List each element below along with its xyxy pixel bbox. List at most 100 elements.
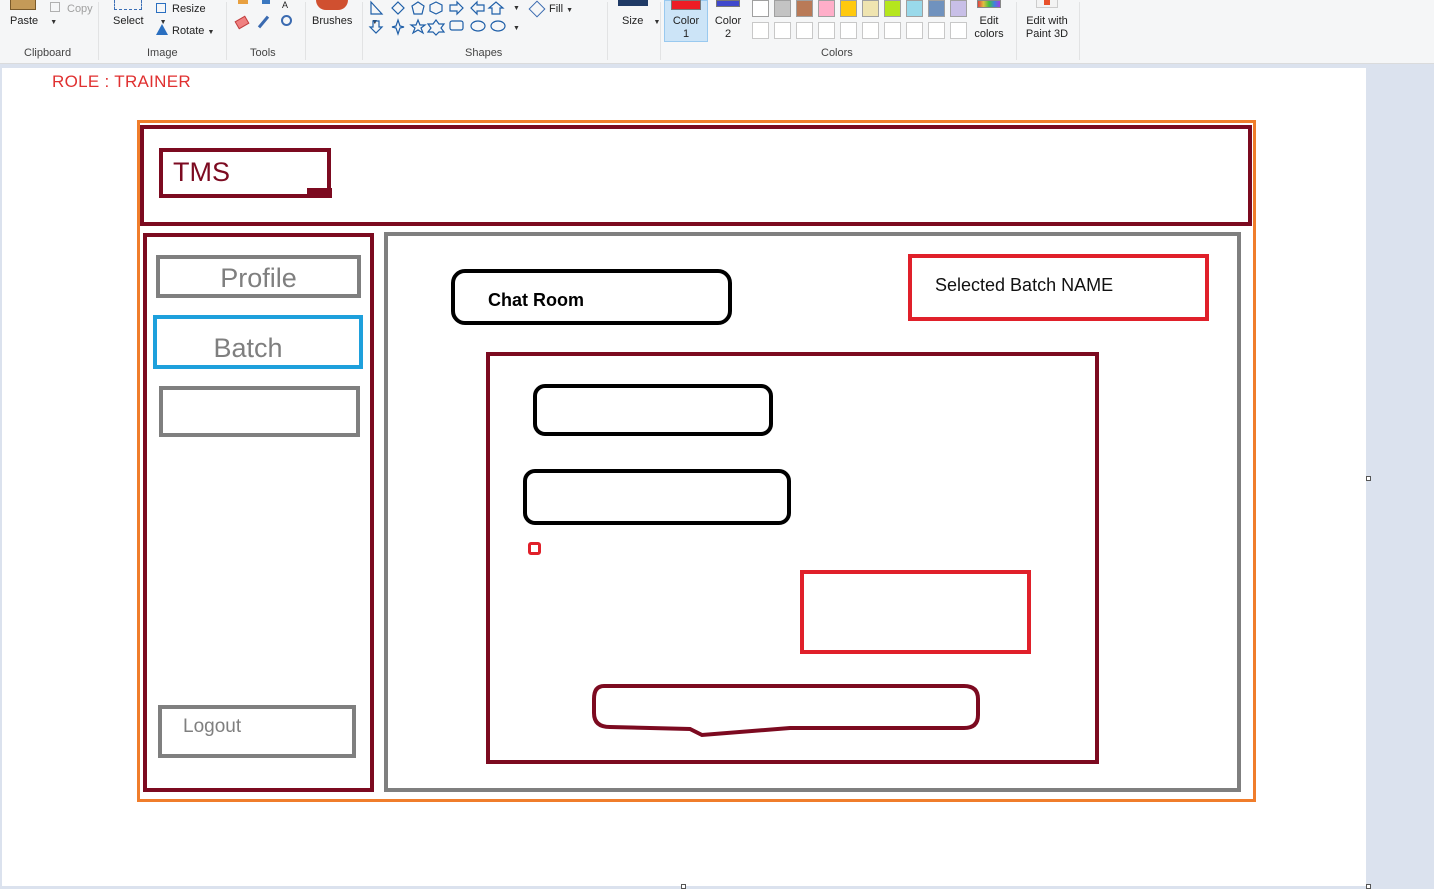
left-arrow-shape-icon xyxy=(470,0,485,16)
palette-custom-slot[interactable] xyxy=(950,22,967,39)
copy-button[interactable]: Copy xyxy=(67,3,93,15)
palette-swatch-lime[interactable] xyxy=(884,0,901,17)
select-label: Select xyxy=(113,15,144,27)
paste-button[interactable]: Paste ▼ xyxy=(10,15,57,29)
palette-swatch-brown[interactable] xyxy=(796,0,813,17)
color-picker-icon[interactable] xyxy=(257,15,270,29)
selected-batch-name: Selected Batch NAME xyxy=(908,254,1209,321)
cloud-callout-icon xyxy=(490,20,506,32)
sidebar-item-batch[interactable]: Batch xyxy=(153,315,363,369)
paint3d-accent xyxy=(1044,0,1050,5)
paste-icon[interactable] xyxy=(10,0,36,10)
palette-custom-slot[interactable] xyxy=(906,22,923,39)
palette-swatch-gold[interactable] xyxy=(840,0,857,17)
copy-icon xyxy=(50,2,60,12)
six-point-star-icon xyxy=(426,19,446,36)
image-group-label: Image xyxy=(147,47,178,59)
brushes-button[interactable]: Brushes ▼ xyxy=(312,15,378,29)
chat-reply-bubble xyxy=(800,570,1031,654)
ribbon-separator xyxy=(362,2,363,60)
paint3d-line2: Paint 3D xyxy=(1025,28,1069,40)
color2-label[interactable]: Color 2 xyxy=(713,15,743,41)
palette-custom-slot[interactable] xyxy=(840,22,857,39)
chat-message-bubble xyxy=(523,469,791,525)
drawing-canvas[interactable] xyxy=(2,68,1366,886)
text-tool-icon[interactable]: A xyxy=(282,0,289,10)
paste-label: Paste xyxy=(10,15,39,27)
palette-swatch-rose[interactable] xyxy=(818,0,835,17)
logout-button[interactable]: Logout xyxy=(158,705,356,758)
color1-swatch xyxy=(671,0,701,10)
palette-custom-slot[interactable] xyxy=(774,22,791,39)
fill-button[interactable]: Fill ▼ xyxy=(549,3,573,17)
five-point-star-icon xyxy=(409,18,427,35)
rotate-icon xyxy=(156,24,168,35)
palette-swatch-lavender[interactable] xyxy=(950,0,967,17)
app-header xyxy=(140,125,1252,226)
canvas-resize-handle-bottom[interactable] xyxy=(681,884,686,889)
color1-label: Color 1 xyxy=(671,15,701,41)
chat-room-title: Chat Room xyxy=(451,269,732,325)
edit-colors-button[interactable]: Edit colors xyxy=(972,15,1006,41)
palette-swatch-blue-gray[interactable] xyxy=(928,0,945,17)
brushes-dropdown-icon[interactable]: ▼ xyxy=(371,19,379,26)
edit-colors-line1: Edit xyxy=(979,15,999,27)
size-icon[interactable] xyxy=(618,0,648,6)
fill-dropdown-icon[interactable]: ▼ xyxy=(566,7,574,14)
palette-custom-slot[interactable] xyxy=(818,22,835,39)
size-dropdown-icon[interactable]: ▼ xyxy=(653,19,661,26)
select-dropdown-icon[interactable]: ▼ xyxy=(159,19,167,26)
color2-label-line1: Color xyxy=(714,15,742,27)
canvas-resize-handle-corner[interactable] xyxy=(1366,884,1371,889)
chat-message-input[interactable] xyxy=(590,683,982,741)
palette-custom-slot[interactable] xyxy=(752,22,769,39)
select-button[interactable]: Select ▼ xyxy=(113,15,167,29)
palette-swatch-light-turquoise[interactable] xyxy=(906,0,923,17)
sidebar-item-profile[interactable]: Profile xyxy=(156,255,361,298)
palette-swatch-light-yellow[interactable] xyxy=(862,0,879,17)
shapes-scroll-down-icon[interactable]: ▼ xyxy=(513,25,520,32)
shapes-scroll-up-icon[interactable]: ▼ xyxy=(513,5,520,12)
pencil-icon[interactable] xyxy=(238,0,248,4)
size-button[interactable]: Size ▼ xyxy=(622,15,660,29)
palette-custom-slot[interactable] xyxy=(796,22,813,39)
brushes-label: Brushes xyxy=(312,15,353,27)
palette-custom-slot[interactable] xyxy=(862,22,879,39)
magnifier-icon[interactable] xyxy=(281,15,292,26)
chat-message-bubble xyxy=(533,384,773,436)
brush-icon[interactable] xyxy=(316,0,348,10)
tools-group-label: Tools xyxy=(250,47,276,59)
eraser-icon[interactable] xyxy=(234,15,250,30)
rotate-dropdown-icon[interactable]: ▼ xyxy=(207,29,215,36)
app-logo: TMS xyxy=(159,148,331,198)
rotate-button[interactable]: Rotate ▼ xyxy=(172,25,214,39)
palette-custom-slot[interactable] xyxy=(928,22,945,39)
rounded-callout-icon xyxy=(449,20,464,31)
sidebar-item-empty[interactable] xyxy=(159,386,360,437)
palette-swatch-light-gray[interactable] xyxy=(774,0,791,17)
fill-bucket-icon[interactable] xyxy=(262,0,270,4)
sidebar xyxy=(143,233,374,792)
logo-underline-mark xyxy=(307,188,332,198)
color2-label-line2: 2 xyxy=(724,28,732,40)
ribbon-separator xyxy=(607,2,608,60)
diamond-shape-icon xyxy=(391,1,405,15)
select-icon[interactable] xyxy=(114,0,142,10)
ribbon-separator xyxy=(98,2,99,60)
palette-swatch-white[interactable] xyxy=(752,0,769,17)
shapes-gallery[interactable] xyxy=(368,0,518,36)
edit-with-paint3d-button[interactable]: Edit with Paint 3D xyxy=(1024,15,1070,41)
shapes-group-label: Shapes xyxy=(465,47,503,59)
four-point-star-icon xyxy=(391,18,405,36)
canvas-resize-handle-right[interactable] xyxy=(1366,476,1371,481)
resize-button[interactable]: Resize xyxy=(172,3,206,15)
oval-callout-icon xyxy=(470,20,486,32)
paint-ribbon: Paste ▼ Copy Clipboard Select ▼ Resize R… xyxy=(0,0,1434,64)
color2-swatch[interactable] xyxy=(716,0,740,7)
paste-dropdown-icon[interactable]: ▼ xyxy=(50,19,58,26)
palette-custom-slot[interactable] xyxy=(884,22,901,39)
color1-label-line2: 1 xyxy=(682,28,690,40)
message-indicator-dot xyxy=(528,542,541,555)
fill-icon xyxy=(528,0,546,18)
color1-label-line1: Color xyxy=(672,15,700,27)
